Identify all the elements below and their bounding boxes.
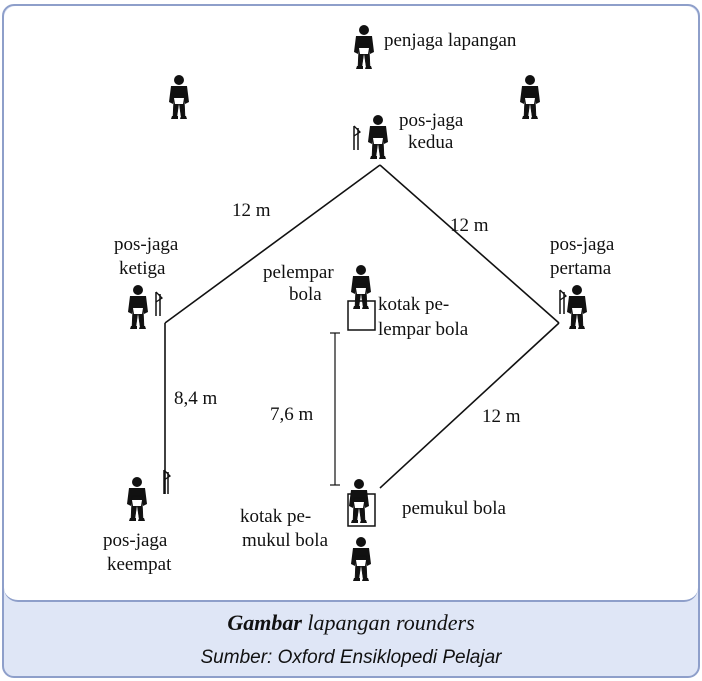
player-pos-jaga-kedua (367, 114, 389, 160)
label-pos-jaga-keempat-1: pos-jaga (103, 530, 168, 551)
label-pos-jaga-ketiga-2: ketiga (119, 258, 166, 279)
label-kotak-pemukul-2: mukul bola (242, 530, 329, 551)
player-penjaga-lapangan (353, 24, 375, 70)
label-pelempar-2: bola (289, 284, 322, 305)
player-pos-jaga-ketiga (127, 284, 149, 330)
label-pos-jaga-ketiga-1: pos-jaga (114, 234, 179, 255)
player-catcher (350, 536, 372, 582)
distance-kedua-pertama: 12 m (450, 215, 489, 236)
flag-ketiga-icon (155, 291, 163, 317)
field-area: penjaga lapangan pos-jaga kedua pos-jaga… (4, 6, 698, 602)
label-kotak-pelempar-1: kotak pe- (378, 294, 449, 315)
label-kotak-pelempar-2: lempar bola (378, 319, 469, 340)
flag-kedua-icon (353, 125, 361, 151)
distance-ketiga-keempat: 8,4 m (174, 388, 218, 409)
player-fielder-right (519, 74, 541, 120)
player-fielder-left (168, 74, 190, 120)
distance-ketiga-kedua: 12 m (232, 200, 271, 221)
label-pos-jaga-kedua-2: kedua (408, 132, 454, 153)
label-pelempar-1: pelempar (263, 262, 334, 283)
line-ketiga-kedua (164, 164, 381, 324)
label-pos-jaga-pertama-1: pos-jaga (550, 234, 615, 255)
label-pos-jaga-pertama-2: pertama (550, 258, 612, 279)
line-kedua-pertama (379, 164, 560, 324)
rounders-field-diagram: penjaga lapangan pos-jaga kedua pos-jaga… (103, 24, 615, 582)
player-pelempar-bola (350, 264, 372, 310)
line-pertama-pemukul (379, 322, 560, 489)
label-penjaga-lapangan: penjaga lapangan (384, 30, 517, 51)
caption-title-rest: lapangan rounders (301, 610, 475, 635)
flag-pertama-icon (559, 289, 567, 315)
figure-source: Sumber: Oxford Ensiklopedi Pelajar (200, 647, 502, 668)
field-lines (164, 164, 560, 527)
player-pemukul-bola (348, 478, 370, 524)
player-pos-jaga-keempat (126, 476, 148, 522)
label-pemukul-bola: pemukul bola (402, 498, 507, 519)
distance-pelempar-pemukul: 7,6 m (270, 404, 314, 425)
label-kotak-pemukul-1: kotak pe- (240, 506, 311, 527)
label-pos-jaga-keempat-2: keempat (107, 554, 172, 575)
label-pos-jaga-kedua-1: pos-jaga (399, 110, 464, 131)
player-pos-jaga-pertama (566, 284, 588, 330)
caption-title-bold: Gambar (227, 610, 302, 635)
kotak-pelempar-box (347, 300, 376, 331)
figure-frame: penjaga lapangan pos-jaga kedua pos-jaga… (2, 4, 700, 678)
figure-caption: Gambar lapangan rounders (4, 610, 698, 636)
distance-pertama-pemukul: 12 m (482, 406, 521, 427)
